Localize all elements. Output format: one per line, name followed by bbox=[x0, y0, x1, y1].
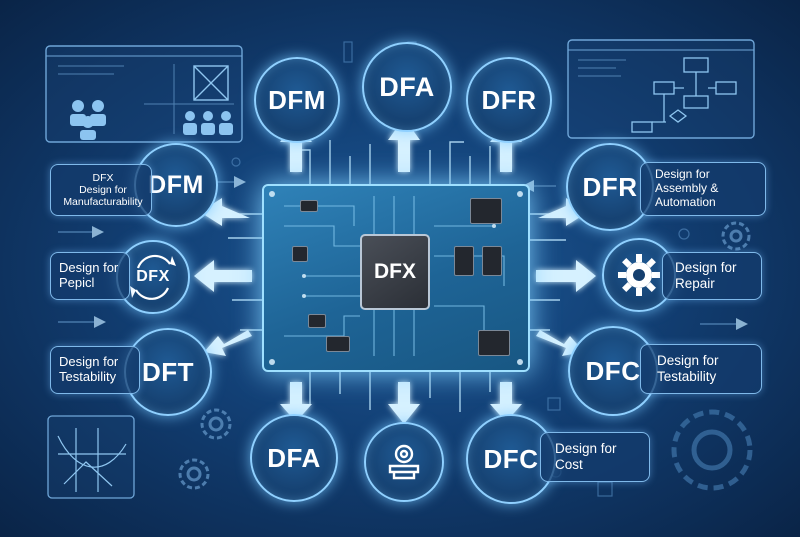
blueprint-icon bbox=[47, 415, 135, 499]
panel-line: Repair bbox=[675, 276, 715, 291]
robot-icon bbox=[388, 444, 420, 480]
cpu-chip: DFX bbox=[360, 234, 430, 310]
panel-line: Design for bbox=[657, 353, 719, 369]
panel-line: Manufacturability bbox=[63, 196, 143, 209]
panel-line: DFX bbox=[92, 171, 114, 184]
chip-icon bbox=[470, 198, 502, 224]
smd-component bbox=[482, 246, 502, 276]
smd-component bbox=[326, 336, 350, 352]
node-dfx-recycle: DFX bbox=[116, 240, 190, 314]
panel-line: Design for bbox=[59, 354, 119, 370]
node-dfr-right: DFR bbox=[566, 143, 654, 231]
node-dfa-bottom: DFA bbox=[250, 414, 338, 502]
panel-design-for-cost: Design for Cost bbox=[540, 432, 650, 482]
chip-icon bbox=[478, 330, 510, 356]
flowchart-window-icon bbox=[567, 39, 755, 139]
node-label: DFC bbox=[483, 443, 539, 474]
center-label: DFX bbox=[374, 260, 416, 283]
node-label: DFA bbox=[267, 442, 321, 473]
panel-line: Design for bbox=[59, 260, 119, 276]
node-label: DFR bbox=[582, 171, 638, 202]
panel-line: Design for bbox=[555, 441, 617, 457]
panel-line: Automation bbox=[655, 194, 716, 209]
node-dfa-top: DFA bbox=[362, 42, 452, 132]
panel-line: Design for bbox=[655, 167, 710, 182]
cog-icon bbox=[671, 409, 753, 491]
panel-design-for-testability-left: Design for Testability bbox=[50, 346, 140, 394]
panel-line: Cost bbox=[555, 457, 583, 472]
circuit-board: DFX bbox=[262, 184, 530, 372]
panel-design-for-assembly: Design for Assembly & Automation bbox=[640, 162, 766, 216]
node-label: DFM bbox=[148, 170, 204, 199]
panel-line: Testability bbox=[657, 369, 717, 384]
node-label: DFM bbox=[268, 84, 326, 115]
node-label: DFC bbox=[585, 355, 641, 386]
panel-dfx-manufacturability: DFX Design for Manufacturability bbox=[50, 164, 152, 216]
panel-line: Testability bbox=[59, 369, 117, 384]
smd-component bbox=[308, 314, 326, 328]
panel-line: Pepicl bbox=[59, 275, 95, 290]
panel-design-for-pepcl: Design for Pepicl bbox=[50, 252, 130, 300]
team-window-icon bbox=[45, 45, 243, 143]
panel-line: Design for bbox=[79, 183, 127, 196]
node-label: DFX bbox=[136, 268, 170, 285]
panel-design-for-repair: Design for Repair bbox=[662, 252, 762, 300]
node-label: DFA bbox=[379, 71, 435, 102]
cog-icon bbox=[721, 221, 751, 251]
panel-line: Assembly & bbox=[655, 181, 719, 196]
panel-line: Design for bbox=[675, 260, 737, 276]
smd-component bbox=[292, 246, 308, 262]
node-dfm-top: DFM bbox=[254, 57, 340, 143]
node-label: DFR bbox=[481, 84, 537, 115]
gear-icon bbox=[618, 254, 660, 296]
node-robot bbox=[364, 422, 444, 502]
node-dfr-top: DFR bbox=[466, 57, 552, 143]
panel-design-for-testability-right: Design for Testability bbox=[640, 344, 762, 394]
cog-icon bbox=[178, 408, 232, 490]
recycle-icon bbox=[130, 254, 176, 300]
node-label: DFT bbox=[141, 356, 195, 387]
smd-component bbox=[300, 200, 318, 212]
node-dfc-bottom: DFC bbox=[466, 414, 556, 504]
smd-component bbox=[454, 246, 474, 276]
